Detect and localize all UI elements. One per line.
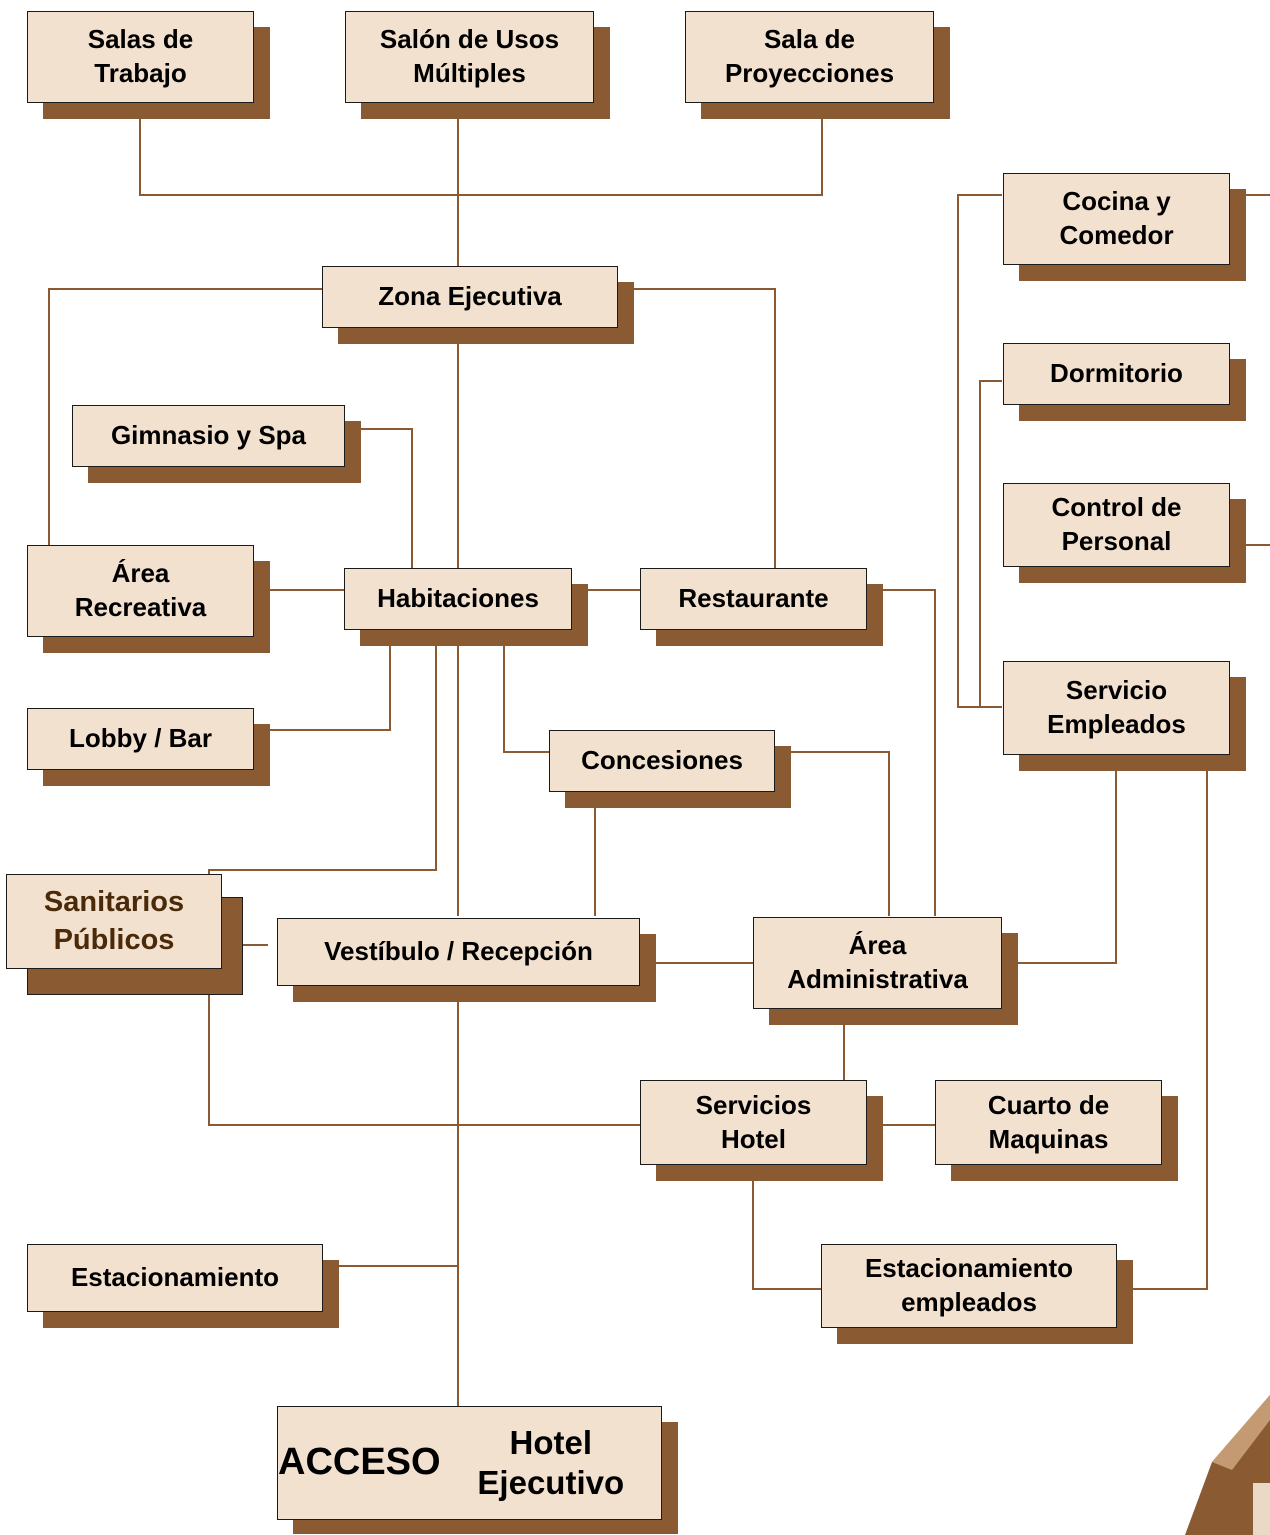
node-area-recreativa: Área Recreativa	[27, 545, 254, 637]
connector	[139, 103, 823, 196]
connector	[503, 646, 549, 753]
node-lobby-bar: Lobby / Bar	[27, 708, 254, 770]
node-cuarto-maquinas: Cuarto de Maquinas	[935, 1080, 1162, 1165]
connector	[1133, 771, 1208, 1290]
node-acceso: ACCESO Hotel Ejecutivo	[277, 1406, 662, 1520]
node-sanitarios-publicos: Sanitarios Públicos	[6, 874, 222, 969]
connector	[752, 1165, 821, 1290]
connector	[883, 589, 936, 916]
connector	[361, 428, 413, 568]
node-dormitorio: Dormitorio	[1003, 343, 1230, 405]
node-cocina-comedor: Cocina y Comedor	[1003, 173, 1230, 265]
node-sala-proyecciones: Sala de Proyecciones	[685, 11, 934, 103]
node-control-personal: Control de Personal	[1003, 483, 1230, 567]
connector	[48, 288, 322, 545]
connector	[791, 751, 890, 916]
connector	[208, 995, 640, 1126]
connector	[208, 646, 437, 874]
node-estacionamiento-empleados: Estacionamiento empleados	[821, 1244, 1117, 1328]
connector	[270, 646, 391, 731]
node-gimnasio-spa: Gimnasio y Spa	[72, 405, 345, 467]
node-servicios-hotel: Servicios Hotel	[640, 1080, 867, 1165]
node-restaurante: Restaurante	[640, 568, 867, 630]
node-salon-usos-multiples: Salón de Usos Múltiples	[345, 11, 594, 103]
connector	[1018, 771, 1117, 964]
acceso-title: ACCESO	[278, 1441, 441, 1484]
acceso-subtitle: Hotel Ejecutivo	[477, 1424, 625, 1501]
node-concesiones: Concesiones	[549, 730, 775, 792]
node-area-administrativa: Área Administrativa	[753, 917, 1002, 1009]
connector	[618, 288, 776, 568]
node-salas-de-trabajo: Salas de Trabajo	[27, 11, 254, 103]
node-zona-ejecutiva: Zona Ejecutiva	[322, 266, 618, 328]
node-habitaciones: Habitaciones	[344, 568, 572, 630]
node-servicio-empleados: Servicio Empleados	[1003, 661, 1230, 755]
connector	[979, 380, 1002, 707]
node-vestibulo-recepcion: Vestíbulo / Recepción	[277, 918, 640, 986]
node-estacionamiento: Estacionamiento	[27, 1244, 323, 1312]
